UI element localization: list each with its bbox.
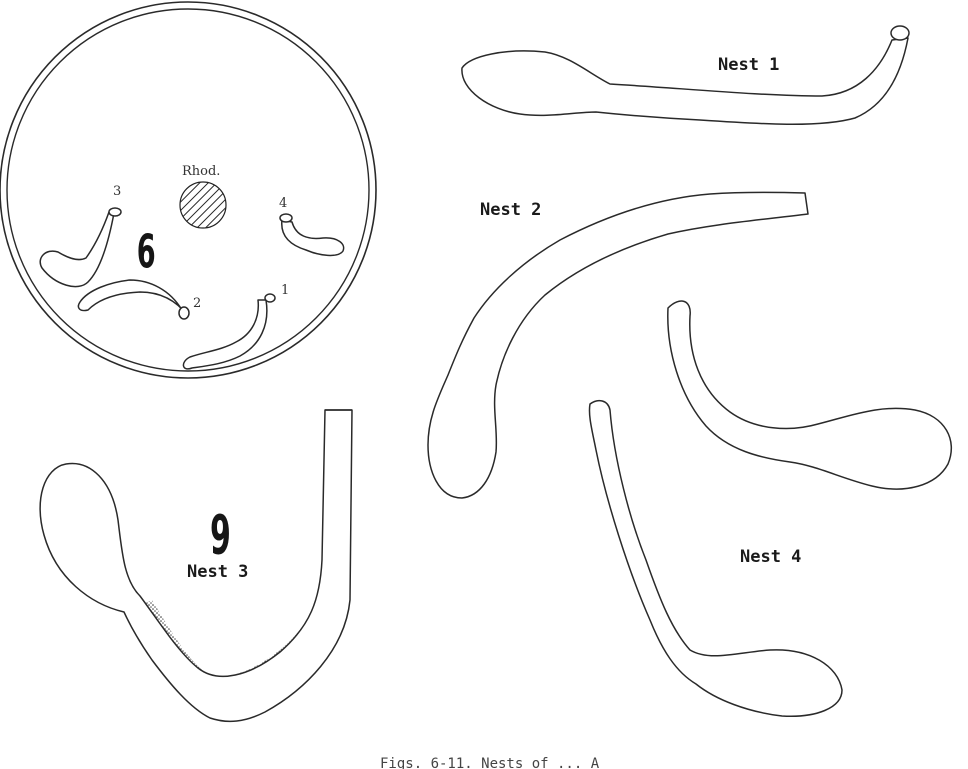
dish-marker-2: 2: [193, 296, 201, 311]
rhododendron-disc: [180, 182, 226, 228]
petri-dish-figure: Rhod. 3 4 2 1: [0, 2, 376, 378]
figure-number-9: 9: [210, 504, 231, 567]
figure-caption: Figs. 6-11. Nests of ... A: [380, 756, 600, 769]
dish-marker-1: 1: [281, 283, 289, 298]
nest-2-label: Nest 2: [480, 200, 541, 220]
nest-unlabeled-fig10-drawing: [668, 301, 952, 489]
nest-4-label: Nest 4: [740, 547, 801, 567]
dish-nest-2: [78, 280, 189, 319]
dish-marker-4: 4: [279, 196, 287, 211]
rhod-label: Rhod.: [182, 164, 220, 179]
dish-nest-4: [280, 214, 344, 255]
nest-1-drawing: [462, 26, 909, 124]
figure-number-6: 6: [137, 225, 156, 279]
dish-nest-3: [40, 208, 121, 287]
nest-1-label: Nest 1: [718, 55, 779, 75]
dish-marker-3: 3: [113, 184, 121, 199]
